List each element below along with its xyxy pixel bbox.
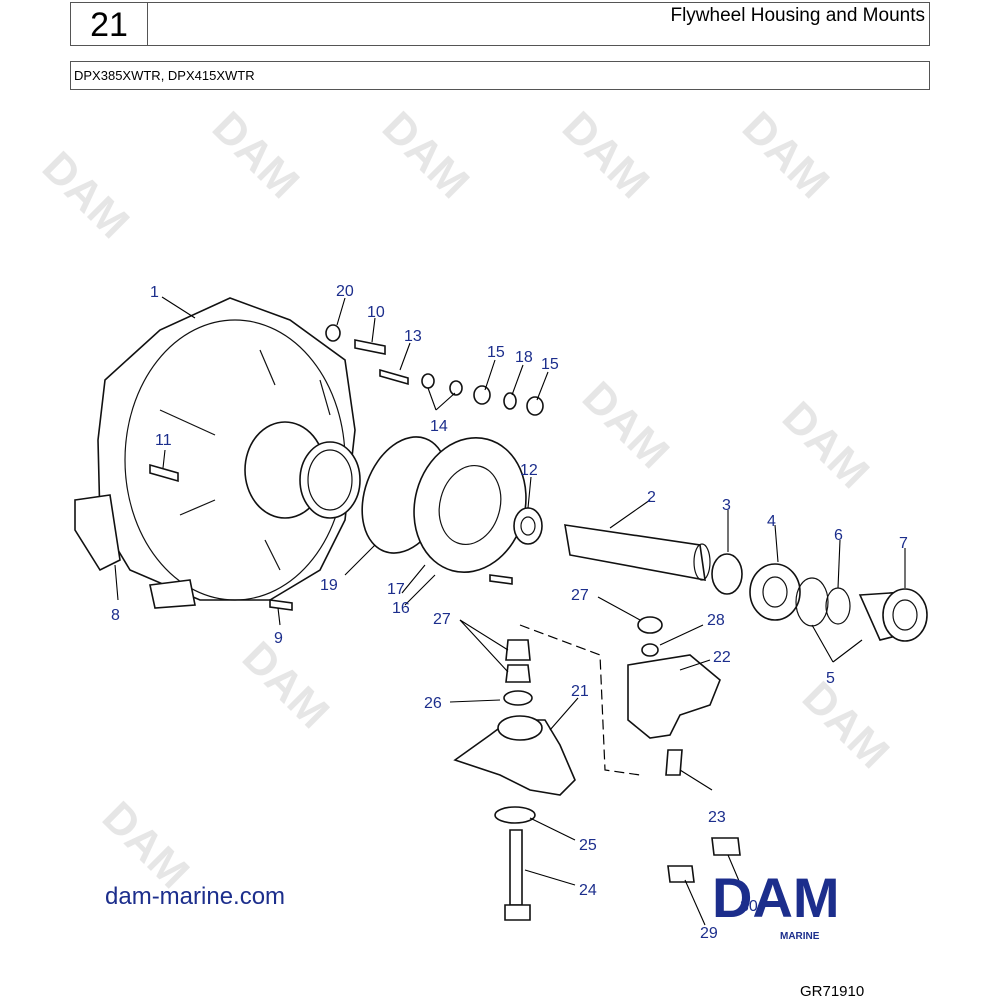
callout-9: 9 <box>274 630 283 647</box>
callout-2: 2 <box>647 489 656 506</box>
callout-5: 5 <box>826 670 835 687</box>
callout-24: 24 <box>579 882 597 899</box>
callout-3: 3 <box>722 497 731 514</box>
callout-26: 26 <box>424 695 442 712</box>
callout-27b: 27 <box>571 587 589 604</box>
watermark: DAM <box>573 372 679 478</box>
mount-stud <box>494 806 536 921</box>
watermark: DAM <box>553 102 659 208</box>
callout-27a: 27 <box>433 611 451 628</box>
bearing-12 <box>513 507 543 545</box>
callout-15a: 15 <box>487 344 505 361</box>
flywheel-housing <box>74 297 361 609</box>
callout-16: 16 <box>392 600 410 617</box>
clips <box>667 837 741 883</box>
section-number: 21 <box>71 3 148 45</box>
callout-8: 8 <box>111 607 120 624</box>
callout-labels: 1 2 3 4 5 6 7 8 9 10 11 12 13 14 15 15 1… <box>111 283 908 942</box>
mount-bracket <box>627 616 721 776</box>
callout-11: 11 <box>155 432 172 449</box>
logo-subtext: MARINE <box>780 931 820 942</box>
callout-23: 23 <box>708 809 726 826</box>
callout-14: 14 <box>430 418 448 435</box>
page-title: Flywheel Housing and Mounts <box>670 5 925 26</box>
watermark: DAM <box>233 632 339 738</box>
callout-22: 22 <box>713 649 731 666</box>
shaft <box>564 524 711 581</box>
callout-21: 21 <box>571 683 589 700</box>
seal-and-plate <box>361 436 527 574</box>
callout-17: 17 <box>387 581 405 598</box>
callout-7: 7 <box>899 535 908 552</box>
leader-lines <box>114 296 906 926</box>
callout-28: 28 <box>707 612 725 629</box>
watermark: DAM <box>33 142 139 248</box>
logo-text: DAM <box>712 866 840 929</box>
callout-13: 13 <box>404 328 422 345</box>
callout-19: 19 <box>320 577 338 594</box>
engine-mount <box>453 639 576 796</box>
header-bar: 21 Flywheel Housing and Mounts <box>70 2 930 46</box>
watermark: DAM <box>793 672 899 778</box>
callout-10: 10 <box>367 304 385 321</box>
drawing-reference: GR71910 <box>800 983 865 1000</box>
website-link[interactable]: dam-marine.com <box>105 883 286 910</box>
callout-6: 6 <box>834 527 843 544</box>
callout-18: 18 <box>515 349 533 366</box>
bearing-stack <box>711 553 928 642</box>
callout-4: 4 <box>767 513 776 530</box>
callout-1: 1 <box>150 284 159 301</box>
callout-29: 29 <box>700 925 718 942</box>
watermark: DAM <box>733 102 839 208</box>
callout-15b: 15 <box>541 356 559 373</box>
callout-20: 20 <box>336 283 354 300</box>
callout-30: 30 <box>740 898 758 915</box>
alignment-line <box>519 624 641 776</box>
callout-25: 25 <box>579 837 597 854</box>
watermark: DAM <box>203 102 309 208</box>
watermark: DAM <box>373 102 479 208</box>
callout-12: 12 <box>520 462 538 479</box>
fasteners-top <box>149 324 544 611</box>
watermark: DAM <box>773 392 879 498</box>
model-list: DPX385XWTR, DPX415XWTR <box>70 61 930 90</box>
dam-marine-logo: DAM MARINE <box>712 866 840 942</box>
